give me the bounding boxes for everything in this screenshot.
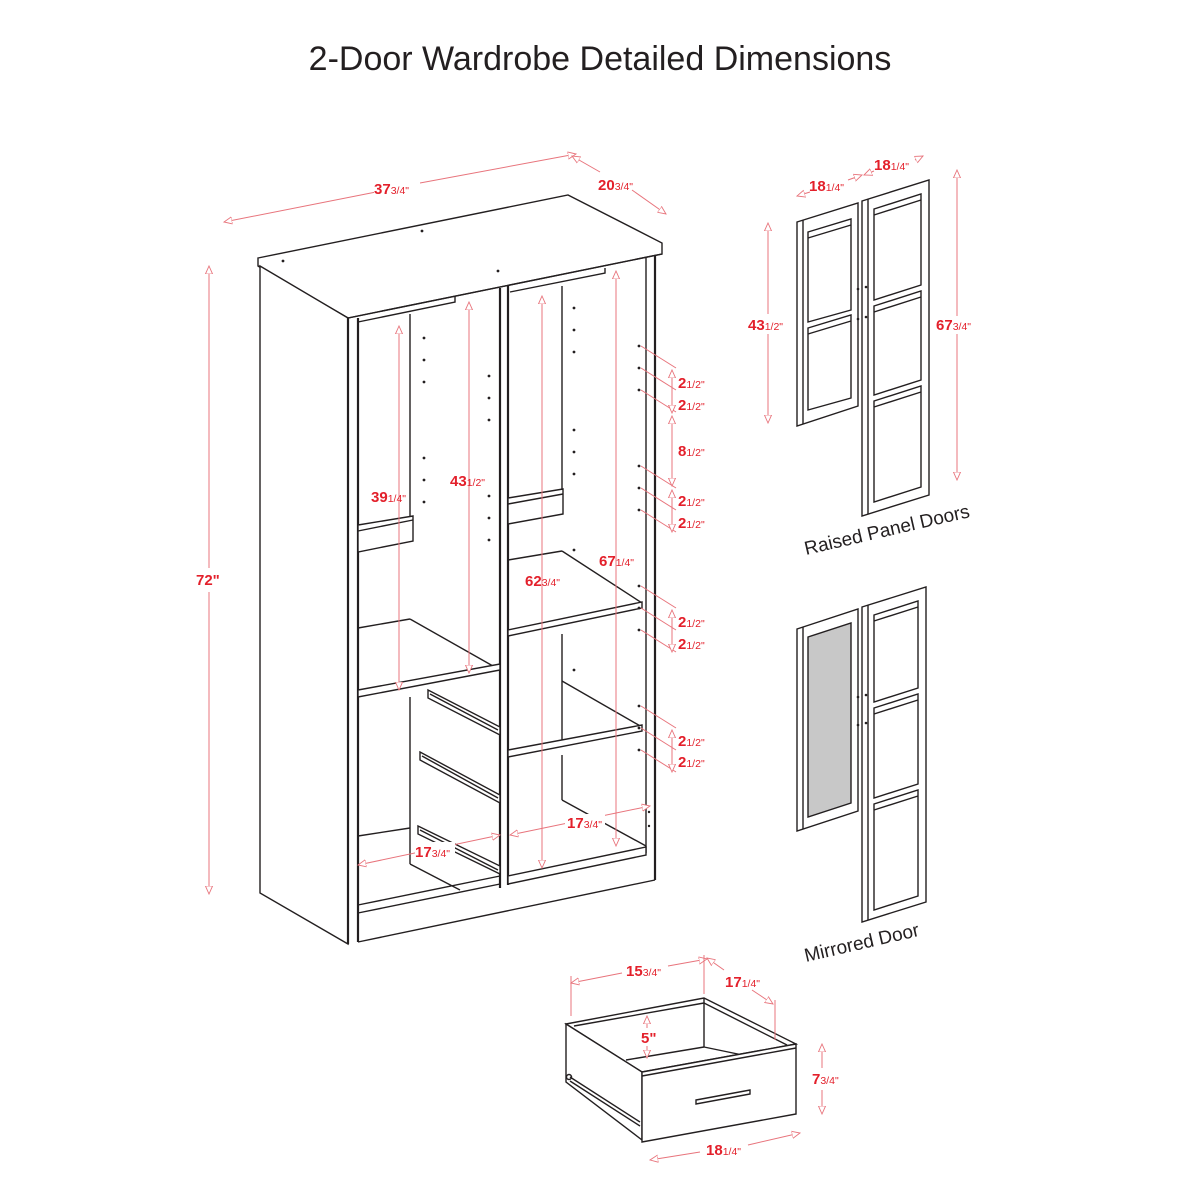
left-rod-height-label: 431/2" (450, 473, 485, 490)
svg-text:21/2": 21/2" (678, 636, 705, 653)
drawer-drawing: 153/4" 171/4" 5" 73/4" 181/4" (564, 955, 839, 1160)
svg-text:21/2": 21/2" (678, 493, 705, 510)
raised-panel-doors-drawing: 181/4" 181/4" 431/2" 673/4" Raised Panel… (748, 156, 972, 560)
wardrobe-drawing: 373/4" 203/4" 72" 391/4" 431/2" 623/4" 6… (194, 154, 705, 946)
drawer-inner-width-label: 153/4" (626, 963, 661, 980)
mirror-panel (807, 622, 852, 818)
svg-text:21/2": 21/2" (678, 397, 705, 414)
drawer-front-width-label: 181/4" (706, 1142, 741, 1159)
drawer-handle (695, 1089, 751, 1105)
right-interior-height-label: 671/4" (599, 553, 634, 570)
shelf-spacing-labels: 21/2" 21/2" 81/2" 21/2" 21/2" 21/2" 21/2… (678, 375, 705, 771)
drawer-inner-height-label: 5" (641, 1030, 656, 1047)
left-upper-height-label: 391/4" (371, 489, 406, 506)
svg-text:81/2": 81/2" (678, 443, 705, 460)
tall-door-height-label: 673/4" (936, 317, 971, 334)
short-door-height-label: 431/2" (748, 317, 783, 334)
right-rod-height-label: 623/4" (525, 573, 560, 590)
raised-panel-doors-caption: Raised Panel Doors (802, 501, 971, 559)
svg-text:21/2": 21/2" (678, 614, 705, 631)
door-left-width-label: 181/4" (809, 178, 844, 195)
wardrobe-width-label: 373/4" (374, 181, 409, 198)
mirrored-door-drawing: Mirrored Door (796, 586, 927, 967)
svg-text:21/2": 21/2" (678, 515, 705, 532)
drawer-slide-1 (427, 688, 501, 737)
wardrobe-height-label: 72" (196, 572, 220, 589)
mirrored-door-caption: Mirrored Door (802, 920, 922, 967)
svg-text:21/2": 21/2" (678, 375, 705, 392)
svg-text:21/2": 21/2" (678, 754, 705, 771)
svg-text:21/2": 21/2" (678, 733, 705, 750)
shelf-spacing-lines (640, 345, 676, 772)
door-right-width-label: 181/4" (874, 157, 909, 174)
drawer-depth-label: 171/4" (725, 974, 760, 991)
left-bottom-depth-label: 173/4" (415, 844, 450, 861)
diagram-title: 2-Door Wardrobe Detailed Dimensions (308, 40, 892, 78)
drawer-front-height-label: 73/4" (812, 1071, 839, 1088)
wardrobe-depth-label: 203/4" (598, 177, 633, 194)
right-bottom-depth-label: 173/4" (567, 815, 602, 832)
drawer-slide-2 (419, 750, 501, 805)
